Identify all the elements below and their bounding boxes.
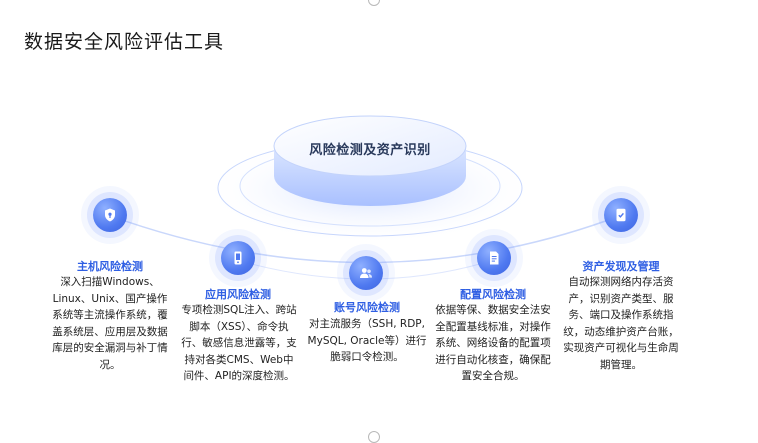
host-risk-node — [93, 198, 127, 232]
host-risk-title: 主机风险检测 — [77, 260, 143, 273]
asset-management-title: 资产发现及管理 — [582, 260, 660, 273]
document-icon — [490, 251, 499, 265]
bottom-page-indicator — [368, 431, 380, 443]
app-risk-description: 专项检测SQL注入、跨站脚本（XSS）、命令执行、敏感信息泄露等，支持对各类CM… — [181, 304, 297, 382]
account-risk-node — [349, 256, 383, 290]
asset-icon — [616, 208, 626, 222]
config-risk-title: 配置风险检测 — [460, 288, 526, 301]
phone-icon — [234, 251, 242, 265]
users-icon — [360, 268, 372, 278]
hub-label: 风险检测及资产识别 — [309, 143, 431, 158]
app-risk-node — [221, 241, 255, 275]
app-risk-title: 应用风险检测 — [205, 288, 271, 301]
cylinder-top — [273, 115, 467, 177]
account-risk-title: 账号风险检测 — [334, 301, 400, 314]
config-risk-node — [477, 241, 511, 275]
account-risk-description: 对主流服务（SSH, RDP, MySQL, Oracle等）进行脆弱口令检测。 — [307, 318, 427, 363]
shield-icon — [105, 208, 115, 222]
page-title: 数据安全风险评估工具 — [24, 31, 225, 53]
asset-management-description: 自动探测网络内存活资产，识别资产类型、服务、端口及操作系统指纹，动态维护资产台账… — [563, 276, 679, 371]
config-risk-description: 依据等保、数据安全法安全配置基线标准，对操作系统、网络设备的配置项进行自动化核查… — [435, 304, 551, 382]
asset-management-node — [604, 198, 638, 232]
host-risk-description: 深入扫描Windows、Linux、Unix、国产操作系统等主流操作系统，覆盖系… — [52, 276, 168, 371]
